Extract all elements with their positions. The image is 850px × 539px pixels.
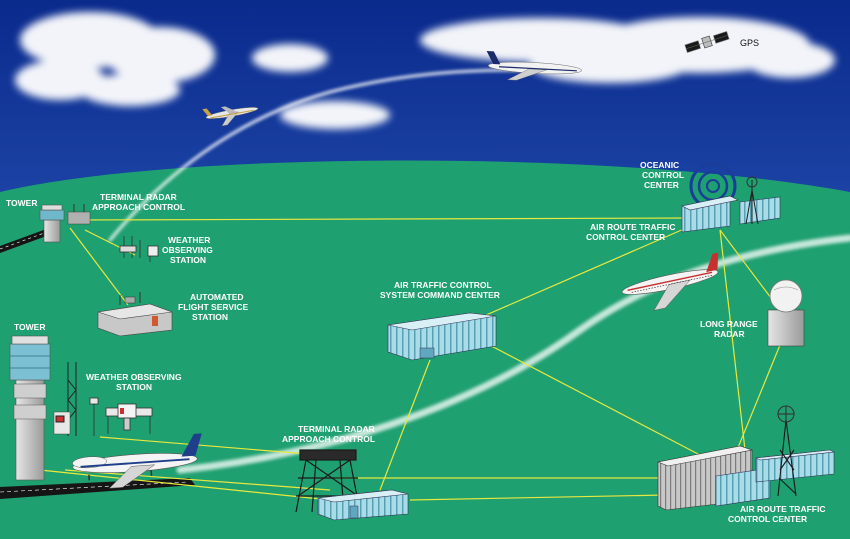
long-range-radar-label: LONG RANGE RADAR <box>700 319 760 339</box>
weather-station-label-top: WEATHER OBSERVING STATION <box>162 235 215 265</box>
building-icon <box>387 312 497 361</box>
airplane-icon <box>621 252 719 311</box>
runway-bottom <box>0 478 195 499</box>
building-icon <box>97 292 173 337</box>
terminal-radar-label-top: TERMINAL RADAR APPROACH CONTROL <box>92 192 185 212</box>
afss-label: AUTOMATED FLIGHT SERVICE STATION <box>178 292 251 322</box>
airplane-icon <box>202 106 259 127</box>
airplane-icon <box>72 433 202 489</box>
weather-station-icon <box>89 397 153 436</box>
control-tower-icon <box>39 204 65 243</box>
radar-dish-icon <box>67 204 91 225</box>
tower-label-bottom: TOWER <box>14 322 45 332</box>
antenna-tower-icon <box>777 405 797 497</box>
weather-station-label-bottom: WEATHER OBSERVING STATION <box>86 372 184 392</box>
communication-links <box>39 217 781 501</box>
building-icon <box>317 489 409 521</box>
antenna-tower-icon <box>745 176 759 225</box>
control-tower-icon <box>9 335 51 481</box>
tower-label-top: TOWER <box>6 198 37 208</box>
satellite-icon <box>684 31 730 53</box>
artcc-label-top: AIR ROUTE TRAFFIC CONTROL CENTER <box>586 222 678 242</box>
artcc-label-bottom: AIR ROUTE TRAFFIC CONTROL CENTER <box>728 504 828 524</box>
radar-dome-icon <box>767 279 805 347</box>
oceanic-control-label: OCEANIC CONTROL CENTER <box>640 160 686 190</box>
gps-label: GPS <box>740 38 759 48</box>
terminal-radar-label-bottom: TERMINAL RADAR APPROACH CONTROL <box>282 424 377 444</box>
clouds <box>15 12 835 129</box>
flight-trail <box>108 68 850 474</box>
weather-station-icon <box>119 236 159 262</box>
building-icon <box>656 445 836 511</box>
atcscc-label: AIR TRAFFIC CONTROL SYSTEM COMMAND CENTE… <box>380 280 500 300</box>
airplane-icon <box>486 51 582 81</box>
antenna-tower-icon <box>53 362 77 436</box>
